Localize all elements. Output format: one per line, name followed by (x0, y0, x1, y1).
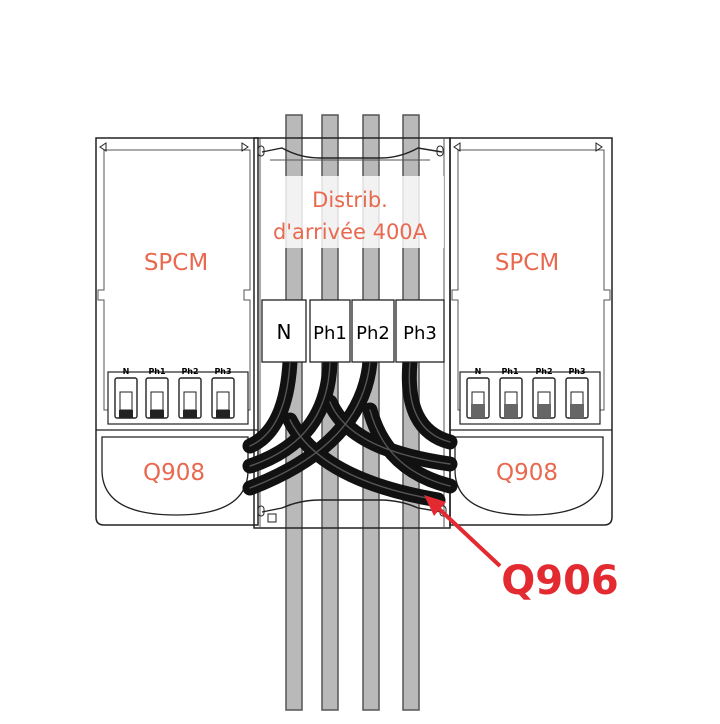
left-terminal-label-n: N (123, 367, 130, 376)
left-terminal-label-ph1: Ph1 (148, 367, 166, 376)
center-module-title-line1: Distrib. (312, 188, 388, 212)
mounting-hole-icon (436, 145, 444, 157)
corner-marker-icon (595, 142, 603, 152)
q906-callout: Q906 (424, 495, 619, 604)
terminal-label-ph1: Ph1 (313, 323, 347, 344)
callout-arrowhead-icon (424, 495, 446, 516)
callout-label: Q906 (501, 558, 619, 604)
right-terminal-label-ph3: Ph3 (568, 367, 585, 376)
right-module-title: SPCM (495, 250, 559, 276)
terminal-label-n: N (277, 320, 292, 344)
right-breaker-outline (454, 436, 604, 516)
right-terminal-label-ph1: Ph1 (501, 367, 519, 376)
right-terminal-label-ph2: Ph2 (535, 367, 552, 376)
bottom-cable-bracket (261, 499, 443, 513)
right-terminal-slots (466, 377, 589, 419)
terminal-box-n (261, 299, 307, 363)
mounting-hole-icon (257, 505, 265, 517)
terminal-label-ph2: Ph2 (356, 323, 390, 344)
mounting-hole-icon (257, 145, 265, 157)
terminal-box-ph1 (309, 299, 351, 363)
center-module-title-line2: d'arrivée 400A (273, 220, 428, 244)
center-terminals: N Ph1 Ph2 Ph3 (261, 299, 445, 363)
left-terminal-label-ph2: Ph2 (181, 367, 198, 376)
outgoing-cable-bundle (242, 354, 458, 508)
center-distribution-module: Distrib. d'arrivée 400A (253, 137, 451, 529)
left-terminal-slots (114, 377, 235, 419)
right-spcm-module: SPCM N Ph1 Ph2 Ph3 Q908 (449, 137, 613, 526)
left-breaker-label: Q908 (143, 460, 205, 486)
corner-marker-icon (453, 142, 461, 152)
right-terminal-label-n: N (475, 367, 482, 376)
corner-marker-icon (241, 142, 249, 152)
right-breaker-label: Q908 (496, 460, 558, 486)
terminal-box-ph3 (395, 299, 445, 363)
callout-arrow-line (434, 504, 502, 568)
terminal-label-ph3: Ph3 (403, 323, 437, 344)
left-spcm-module: SPCM N Ph1 Ph2 Ph3 Q908 (95, 137, 259, 526)
left-module-title: SPCM (144, 250, 208, 276)
terminal-box-ph2 (351, 299, 395, 363)
top-cable-bracket (261, 147, 443, 159)
left-terminal-label-ph3: Ph3 (214, 367, 231, 376)
corner-marker-icon (99, 142, 107, 152)
